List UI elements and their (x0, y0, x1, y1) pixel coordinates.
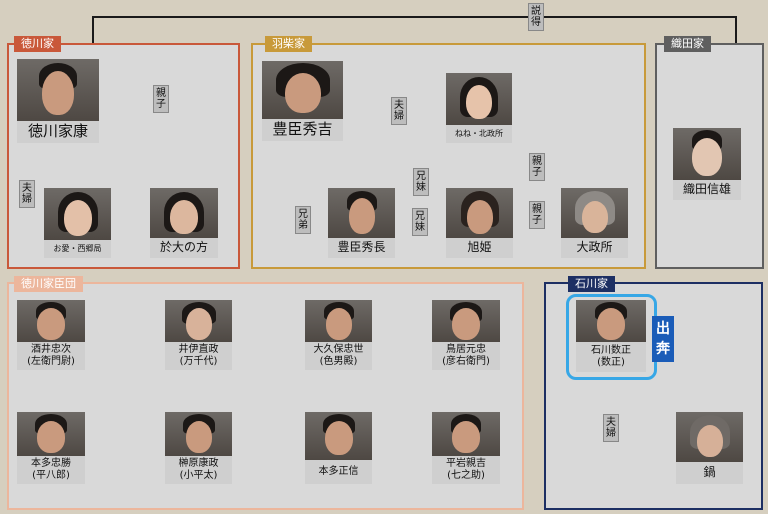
person-name: 於大の方 (159, 240, 208, 254)
person-card-ieyasu[interactable]: 徳川家康 (17, 59, 99, 143)
portrait-image (17, 59, 99, 121)
person-name: 徳川家康 (27, 122, 88, 140)
portrait-image (44, 188, 111, 240)
person-card-kazumasa[interactable]: 石川数正 (数正) (576, 300, 646, 372)
person-card-okubo[interactable]: 大久保忠世 (色男殿) (305, 300, 372, 370)
person-alias: (色男殿) (319, 355, 358, 367)
portrait-image (165, 300, 232, 342)
person-name: 本多忠勝 (31, 458, 71, 469)
person-card-nobukatsu[interactable]: 織田信雄 (673, 128, 741, 200)
hashiba-family-tag: 羽柴家 (265, 36, 312, 52)
relation-label-kyoudai-imouto: 兄妹 (412, 208, 428, 236)
person-name: 石川数正 (591, 345, 631, 356)
portrait-image (576, 300, 646, 342)
relation-label-oyako: 親子 (153, 85, 169, 113)
relation-label-kyoudai-imouto: 兄妹 (413, 168, 429, 196)
oda-family-tag: 織田家 (664, 36, 711, 52)
person-card-hiraiwa[interactable]: 平岩親吉 (七之助) (432, 412, 500, 484)
person-alias: (左衛門尉) (27, 355, 75, 367)
person-card-hidenaga[interactable]: 豊臣秀長 (328, 188, 395, 258)
person-card-sakakibara[interactable]: 榊原康政 (小平太) (165, 412, 232, 484)
person-card-nene[interactable]: ねね・北政所 (446, 73, 512, 143)
person-card-ii[interactable]: 井伊直政 (万千代) (165, 300, 232, 370)
portrait-image (305, 300, 372, 342)
person-name: 平岩親吉 (446, 458, 486, 469)
portrait-image (262, 61, 343, 119)
portrait-image (446, 188, 513, 238)
person-alias: (七之助) (447, 469, 485, 481)
portrait-image (305, 412, 372, 460)
person-name: 大政所 (576, 240, 613, 254)
relation-label-oyako: 親子 (529, 153, 545, 181)
person-card-honda-tadakatsu[interactable]: 本多忠勝 (平八郎) (17, 412, 85, 484)
person-card-sakai[interactable]: 酒井忠次 (左衛門尉) (17, 300, 85, 370)
portrait-image (673, 128, 741, 180)
portrait-image (17, 300, 85, 342)
person-name: 旭姫 (467, 240, 492, 254)
person-alias: (万千代) (179, 355, 218, 367)
retainers-tag: 徳川家臣団 (14, 276, 83, 292)
portrait-image (150, 188, 218, 238)
person-alias: (小平太) (179, 469, 218, 481)
portrait-image (432, 300, 500, 342)
person-card-odai[interactable]: 於大の方 (150, 188, 218, 258)
tokugawa-family-tag: 徳川家 (14, 36, 61, 52)
person-name: ねね・北政所 (455, 129, 503, 138)
portrait-image (328, 188, 395, 238)
relation-label-fuufu: 夫婦 (391, 97, 407, 125)
person-card-nabe[interactable]: 鍋 (676, 412, 743, 484)
person-card-omandokoro[interactable]: 大政所 (561, 188, 628, 258)
ishikawa-family-tag: 石川家 (568, 276, 615, 292)
person-name: 榊原康政 (178, 458, 219, 469)
shuppon-badge: 出奔 (652, 316, 674, 362)
person-card-torii[interactable]: 鳥居元忠 (彦右衛門) (432, 300, 500, 370)
portrait-image (446, 73, 512, 125)
portrait-image (165, 412, 232, 456)
portrait-image (17, 412, 85, 456)
person-alias: (彦右衛門) (442, 355, 490, 367)
person-name: 大久保忠世 (313, 344, 364, 355)
person-name: 鍋 (703, 465, 716, 479)
person-alias: (数正) (597, 356, 625, 368)
person-card-hideyoshi[interactable]: 豊臣秀吉 (262, 61, 343, 141)
person-card-oai[interactable]: お愛・西郷局 (44, 188, 111, 258)
person-name: 本多正信 (318, 466, 359, 477)
person-name: 織田信雄 (682, 182, 731, 196)
person-card-asahi[interactable]: 旭姫 (446, 188, 513, 258)
person-name: お愛・西郷局 (53, 244, 102, 253)
relation-label-settoku: 説得 (528, 3, 544, 31)
person-name: 井伊直政 (178, 344, 219, 355)
person-card-honda-masanobu[interactable]: 本多正信 (305, 412, 372, 484)
portrait-image (432, 412, 500, 456)
person-name: 豊臣秀長 (337, 240, 386, 254)
person-alias: (平八郎) (32, 469, 70, 481)
person-name: 豊臣秀吉 (272, 120, 333, 138)
relation-label-fuufu: 夫婦 (603, 414, 619, 442)
person-name: 酒井忠次 (31, 344, 71, 355)
portrait-image (561, 188, 628, 238)
relation-label-fuufu: 夫婦 (19, 180, 35, 208)
person-name: 鳥居元忠 (446, 344, 486, 355)
relation-label-kyoudai: 兄弟 (295, 206, 311, 234)
portrait-image (676, 412, 743, 462)
relation-label-oyako: 親子 (529, 201, 545, 229)
